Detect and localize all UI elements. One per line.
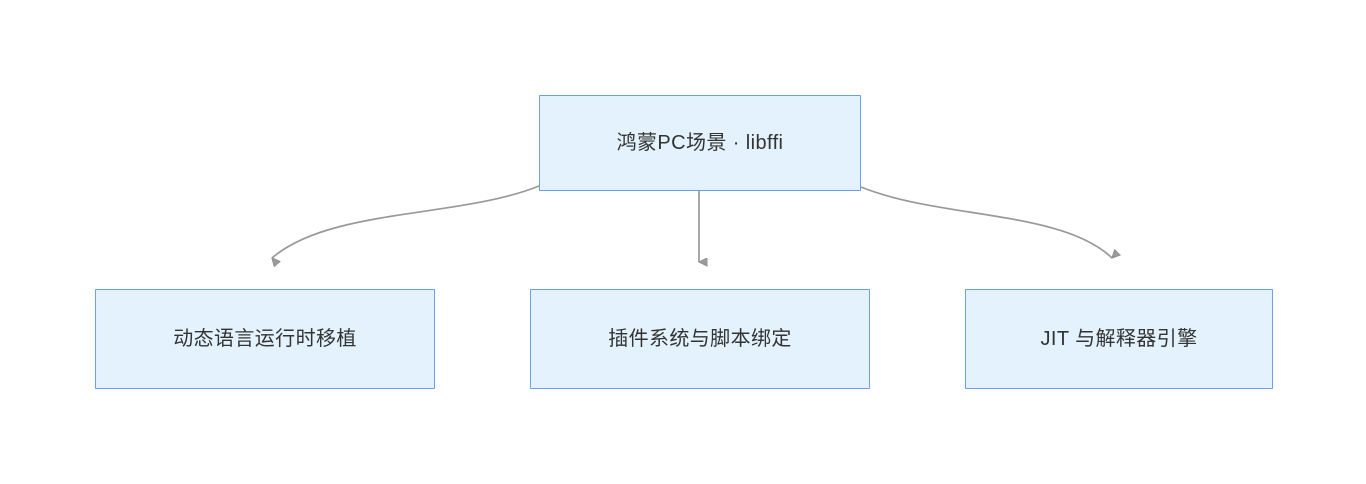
node-child-0-label: 动态语言运行时移植 xyxy=(173,328,357,350)
node-jit-interpreter-engine[interactable]: JIT 与解释器引擎 xyxy=(965,289,1273,389)
node-plugin-system-script-binding[interactable]: 插件系统与脚本绑定 xyxy=(530,289,870,389)
edge-root-to-child-2 xyxy=(860,186,1112,258)
node-root-label: 鸿蒙PC场景 · libffi xyxy=(616,132,784,154)
node-root[interactable]: 鸿蒙PC场景 · libffi xyxy=(539,95,861,191)
node-child-2-label: JIT 与解释器引擎 xyxy=(1040,328,1198,350)
node-child-1-label: 插件系统与脚本绑定 xyxy=(608,328,792,350)
edge-root-to-child-0 xyxy=(272,185,540,258)
node-dynamic-language-runtime-port[interactable]: 动态语言运行时移植 xyxy=(95,289,435,389)
